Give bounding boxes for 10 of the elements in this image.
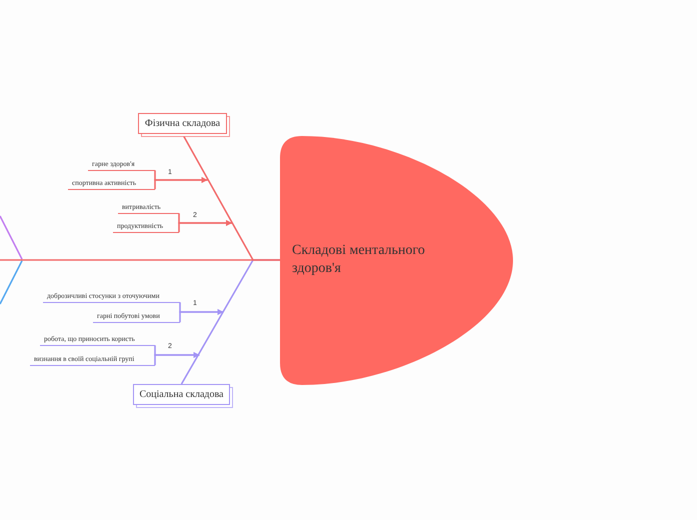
arrow bbox=[178, 220, 232, 232]
category-label: Соціальна складова bbox=[139, 389, 224, 400]
arrow bbox=[179, 309, 224, 322]
category-label: Фізична складова bbox=[144, 118, 220, 129]
effect-label: Складові ментального здоров'я bbox=[292, 242, 426, 278]
category-box bbox=[138, 113, 230, 137]
category-box bbox=[133, 384, 233, 408]
arrow bbox=[154, 352, 200, 366]
arrow bbox=[154, 177, 208, 190]
fishbone-head bbox=[280, 136, 513, 384]
